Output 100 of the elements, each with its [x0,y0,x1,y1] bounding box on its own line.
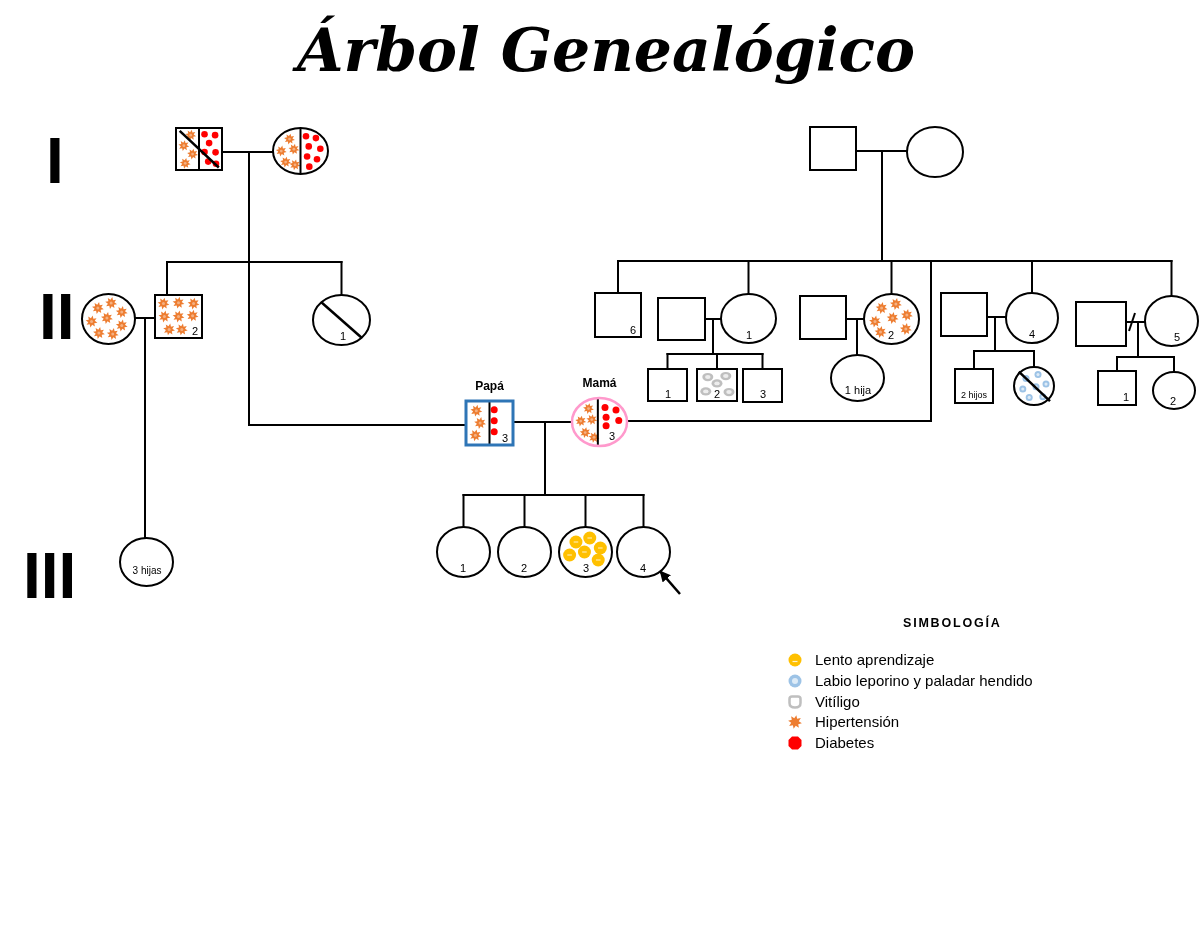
offspring-note: 2 hijos [961,390,987,400]
descent-line [711,353,719,355]
pedigree-circle [907,127,963,177]
descent-line [247,424,467,426]
descent-line [716,352,718,370]
member-number: 2 [520,562,528,574]
pedigree-circle [617,527,670,577]
descent-line [761,352,764,370]
member-number: 1 [459,562,467,574]
pedigree-square [466,379,513,445]
member-number: 1 [339,330,347,342]
generation-numeral: III [23,552,77,600]
pedigree-circle [437,527,490,577]
descent-line [626,420,933,422]
member-number: 3 [759,388,767,400]
member-number: 5 [1173,331,1181,343]
member-number: 6 [629,324,637,336]
offspring-note: 3 hijas [132,566,162,576]
pedigree-circle [1006,293,1058,343]
pedigree-circle [313,295,370,345]
descent-line [340,260,343,296]
descent-line [166,260,168,296]
descent-line [929,260,1034,262]
marriage-line [247,151,274,153]
member-number: 1 [1122,391,1130,403]
legend-heading: SIMBOLOGÍA [903,617,1002,631]
member-number: 1 [664,388,672,400]
descent-line [973,349,975,370]
descent-line [747,259,750,295]
pedigree-square [1076,302,1126,346]
pedigree-square [743,369,782,402]
descent-line [462,493,465,528]
descent-line [144,316,146,539]
descent-line [544,420,546,497]
pedigree-circle [273,128,328,174]
legend-label: Vitíligo [815,693,860,710]
descent-line [642,493,645,528]
pedigree-circle [1153,372,1195,409]
descent-line [880,260,894,262]
descent-line [1116,355,1118,372]
pedigree-circle [82,294,135,344]
descent-line [881,149,883,263]
descent-line [715,353,765,355]
descent-line [1033,349,1035,368]
pedigree-circle [864,294,919,344]
descent-line [248,150,250,264]
descent-line [1030,260,1174,262]
role-label: Papá [475,380,504,392]
diagram-title: Árbol Genealógico [289,14,931,88]
member-number: 3 [608,430,616,442]
descent-line [993,350,1036,352]
descent-line [856,317,858,356]
pedigree-circle [559,527,612,577]
legend-label: Labio leporino y paladar hendido [815,672,1033,689]
offspring-note: 1 hija [844,384,872,396]
pedigree-square [648,369,687,401]
pedigree-square [595,293,641,337]
pedigree-circle [572,376,627,446]
member-number: 1 [745,329,753,341]
descent-line [1170,259,1173,297]
member-number: 3 [582,562,590,574]
pedigree-square [1098,371,1136,405]
generation-numeral: II [39,293,75,341]
marriage-line [880,150,908,152]
pedigree-square [810,127,856,170]
pedigree-circle [498,527,551,577]
member-number: 4 [1028,328,1036,340]
proband-arrow [659,570,681,595]
pedigree-square [800,296,846,339]
descent-line [1031,259,1033,294]
member-number: 2 [887,329,895,341]
role-label: Mamá [582,377,617,389]
pedigree-circle [120,538,173,586]
marriage-line [221,151,251,153]
descent-line [616,260,751,262]
member-number: 4 [639,562,647,574]
descent-line [248,260,250,427]
descent-line [584,493,587,528]
descent-line [1136,356,1176,358]
pedigree-circle [1145,296,1198,346]
descent-line [972,350,997,352]
descent-line [712,317,714,356]
marriage-line [855,150,884,152]
descent-line [1173,355,1175,373]
pedigree-square [941,293,987,336]
descent-line [523,493,526,528]
generation-numeral: I [46,137,64,185]
pedigree-circle [831,355,884,401]
descent-line [890,259,893,295]
descent-line [666,352,669,370]
member-number: 2 [191,325,199,337]
descent-line [543,494,588,496]
member-number: 3 [501,432,509,444]
descent-line [165,261,251,263]
legend-label: Lento aprendizaje [815,652,935,668]
descent-line [994,315,996,353]
pedigree-circle [721,294,776,343]
descent-line [617,259,619,294]
pedigree-square [658,298,705,340]
marriage-line [543,421,573,423]
